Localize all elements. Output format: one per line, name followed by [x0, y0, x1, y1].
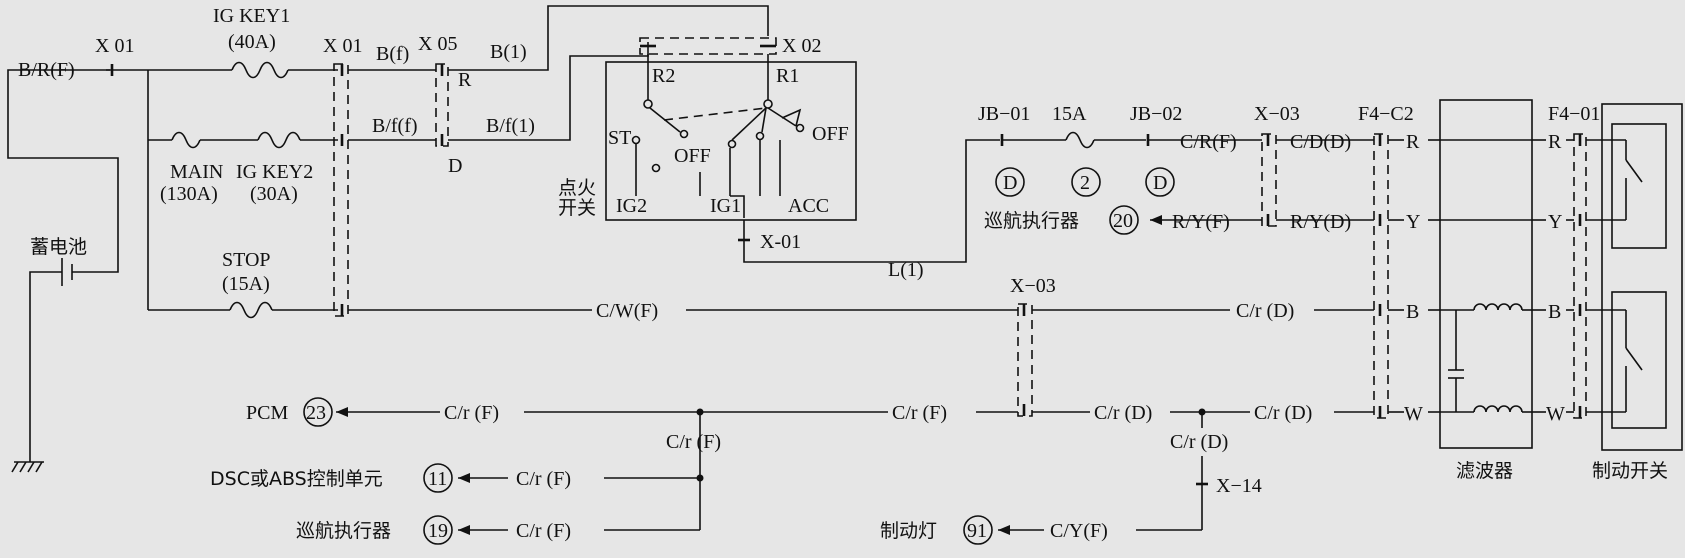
x01-switch-label: X-01: [760, 231, 801, 253]
circle-d1: D: [1003, 172, 1017, 194]
wire-ry-d: R/Y(D): [1290, 211, 1351, 233]
x02-label: X 02: [782, 35, 821, 57]
dsc-abs-label: DSC或ABS控制单元: [210, 468, 383, 490]
jb01-label: JB−01: [978, 103, 1030, 125]
stop-circuit: C/W(F) X−03 C/r (D): [348, 275, 1374, 417]
switch-ig1: IG1: [710, 195, 741, 217]
x05-pin-d: D: [448, 155, 462, 177]
ignition-feed: B(1) B/f(1): [448, 5, 769, 141]
wire-cr-f-mid: C/r (F): [892, 402, 947, 424]
fuse-main-name: MAIN: [170, 161, 223, 183]
fuse-main-rating: (130A): [160, 183, 218, 205]
wire-br-f: B/R(F): [18, 59, 75, 81]
wire-cd-d: C/D(D): [1290, 131, 1351, 153]
switch-name-2: 开关: [558, 197, 596, 219]
switch-r2: R2: [652, 65, 675, 87]
switch-acc: ACC: [788, 195, 829, 217]
wire-bf-f: B/f(f): [372, 115, 418, 137]
connector-f4c2: F4−C2 R Y B W: [1358, 103, 1440, 425]
wire-cr-d-branch: C/r (D): [1170, 431, 1228, 453]
x03-top-label: X−03: [1254, 103, 1300, 125]
wire-cw-f: C/W(F): [596, 300, 658, 322]
switch-name-1: 点火: [558, 177, 596, 199]
pcm-label: PCM: [246, 402, 288, 424]
jb02-label: JB−02: [1130, 103, 1182, 125]
switch-off-right: OFF: [812, 123, 849, 145]
wire-bf-1: B/f(1): [486, 115, 535, 137]
bottom-right-bus: C/r (D) C/r (D) C/r (D) X−14 C/Y(F) 91 制…: [880, 402, 1374, 545]
connector-x03-top: X−03 C/D(D) R/Y(D) R/Y(F) 20 巡航执行器: [984, 103, 1374, 235]
x05-label: X 05: [418, 33, 457, 55]
switch-pin-w: W: [1546, 403, 1565, 425]
connector-x05: X 05 R D B(f) B/f(f): [348, 33, 472, 177]
fuse-igkey1-rating: (40A): [228, 31, 276, 53]
switch-pin-r: R: [1548, 131, 1562, 153]
filter-label: 滤波器: [1456, 460, 1513, 482]
f4c2-label: F4−C2: [1358, 103, 1414, 125]
circle-n11: 11: [428, 468, 447, 490]
circle-d2: D: [1153, 172, 1167, 194]
wire-b-1: B(1): [490, 41, 527, 63]
x03-mid-label: X−03: [1010, 275, 1056, 297]
fuse-feed: IG KEY1 (40A) MAIN (130A) IG KEY2 (30A) …: [124, 5, 338, 319]
filter-pin-r: R: [1406, 131, 1420, 153]
wire-l-1: L(1): [888, 259, 924, 281]
battery-label: 蓄电池: [30, 236, 87, 258]
x01-mid-label: X 01: [323, 35, 362, 57]
switch-st: ST: [608, 127, 631, 149]
circle-n19: 19: [428, 520, 448, 542]
switch-pin-b: B: [1548, 301, 1561, 323]
wire-b-f: B(f): [376, 43, 409, 65]
ignition-switch: R2 R1 ST OFF OFF IG2 IG1 ACC 点火 开关: [558, 54, 857, 221]
cruise-actuator-top: 巡航执行器: [984, 210, 1079, 232]
wire-cr-f-pcm: C/r (F): [444, 402, 499, 424]
circle-n20: 20: [1113, 210, 1133, 232]
wire-cr-d-top: C/r (D): [1236, 300, 1294, 322]
connector-x01-mid: X 01: [323, 35, 362, 317]
fuse-igkey2-name: IG KEY2: [236, 161, 313, 183]
f4-01-label: F4−01: [1548, 103, 1600, 125]
fuse-igkey1-name: IG KEY1: [213, 5, 290, 27]
filter-pin-y: Y: [1406, 211, 1420, 233]
connector-x02: X 02: [639, 35, 821, 57]
switch-pin-y: Y: [1548, 211, 1562, 233]
circle-n91: 91: [967, 520, 987, 542]
filter-pin-b: B: [1406, 301, 1419, 323]
x05-pin-r: R: [458, 69, 472, 91]
wire-cr-f: C/R(F): [1180, 131, 1237, 153]
battery-circuit: 蓄电池: [7, 69, 119, 473]
junction-block: JB−01 15A JB−02 D 2 D C/R(F): [978, 103, 1262, 197]
jb-fuse-rating: 15A: [1052, 103, 1087, 125]
bottom-bus: C/r (F) C/r (F) 23 PCM C/r (F) C/r (F) 1…: [210, 397, 1018, 545]
filter-pin-w: W: [1404, 403, 1423, 425]
wire-cr-f-branch: C/r (F): [666, 431, 721, 453]
circle-n2: 2: [1080, 172, 1090, 194]
wire-ry-f: R/Y(F): [1172, 211, 1230, 233]
connector-x01-switch: X-01 L(1): [738, 139, 1000, 281]
fuse-igkey2-rating: (30A): [250, 183, 298, 205]
brake-switch-label: 制动开关: [1592, 460, 1668, 482]
fuse-stop-rating: (15A): [222, 273, 270, 295]
connector-x01-left: B/R(F) X 01: [18, 35, 134, 81]
x14-label: X−14: [1216, 475, 1262, 497]
circle-n23: 23: [306, 402, 326, 424]
cruise-actuator-bottom: 巡航执行器: [296, 520, 391, 542]
wire-cr-f-cruise: C/r (F): [516, 520, 571, 542]
x01-left-label: X 01: [95, 35, 134, 57]
wire-cr-d-2: C/r (D): [1254, 402, 1312, 424]
fuse-stop-name: STOP: [222, 249, 271, 271]
filter-box: 滤波器: [1439, 99, 1533, 482]
brake-switch: R Y B W F4−01 制动开关: [1532, 103, 1683, 482]
wire-cy-f: C/Y(F): [1050, 520, 1108, 542]
switch-off-left: OFF: [674, 145, 711, 167]
switch-r1: R1: [776, 65, 799, 87]
brake-light-label: 制动灯: [880, 520, 937, 542]
wire-cr-d-1: C/r (D): [1094, 402, 1152, 424]
switch-ig2: IG2: [616, 195, 647, 217]
wire-cr-f-dsc: C/r (F): [516, 468, 571, 490]
